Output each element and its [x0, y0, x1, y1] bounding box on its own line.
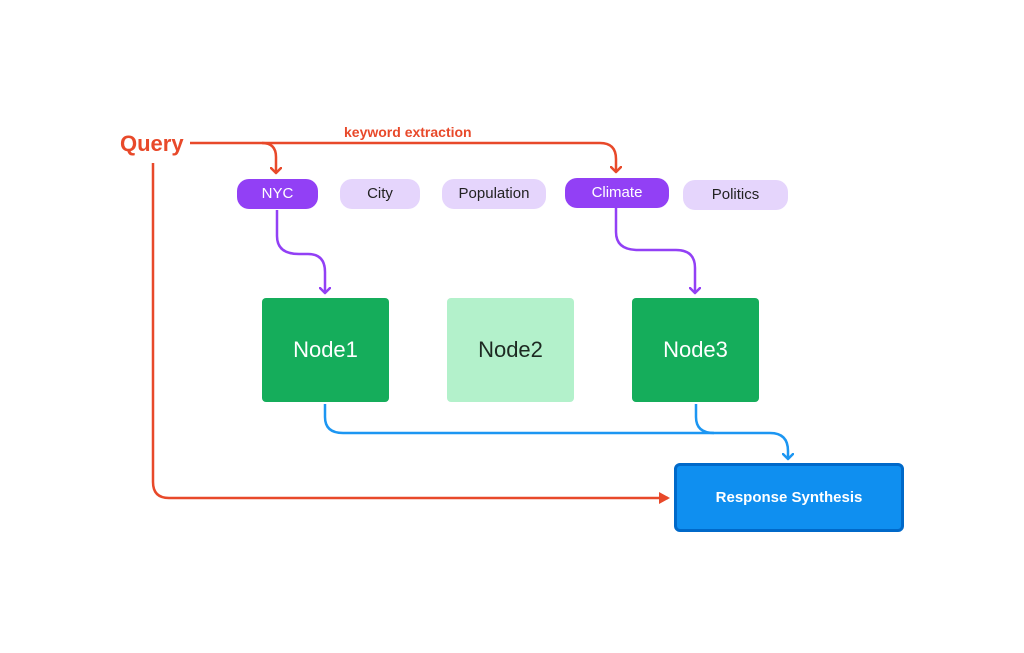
nyc-to-node1-arrow	[275, 210, 325, 293]
query-to-synthesis-arrow	[151, 163, 670, 504]
node3-to-synthesis-arrow	[694, 404, 715, 435]
response-synthesis-box[interactable]: Response Synthesis	[674, 463, 904, 532]
keyword-chip-nyc[interactable]: NYC	[237, 179, 318, 209]
query-label: Query	[120, 131, 184, 156]
node-card-node3[interactable]: Node3	[632, 298, 759, 402]
query-to-nyc-arrow	[190, 141, 276, 173]
climate-to-node3-arrow	[614, 208, 695, 293]
node-card-node1[interactable]: Node1	[262, 298, 389, 402]
keyword-chip-climate[interactable]: Climate	[565, 178, 669, 208]
query-to-climate-arrow	[262, 141, 616, 172]
keyword-chip-city[interactable]: City	[340, 179, 420, 209]
keyword-chip-population[interactable]: Population	[442, 179, 546, 209]
node-card-node2[interactable]: Node2	[447, 298, 574, 402]
keyword-extraction-label: keyword extraction	[344, 124, 472, 140]
keyword-chip-politics[interactable]: Politics	[683, 180, 788, 210]
node1-to-synthesis-arrow	[323, 404, 788, 459]
